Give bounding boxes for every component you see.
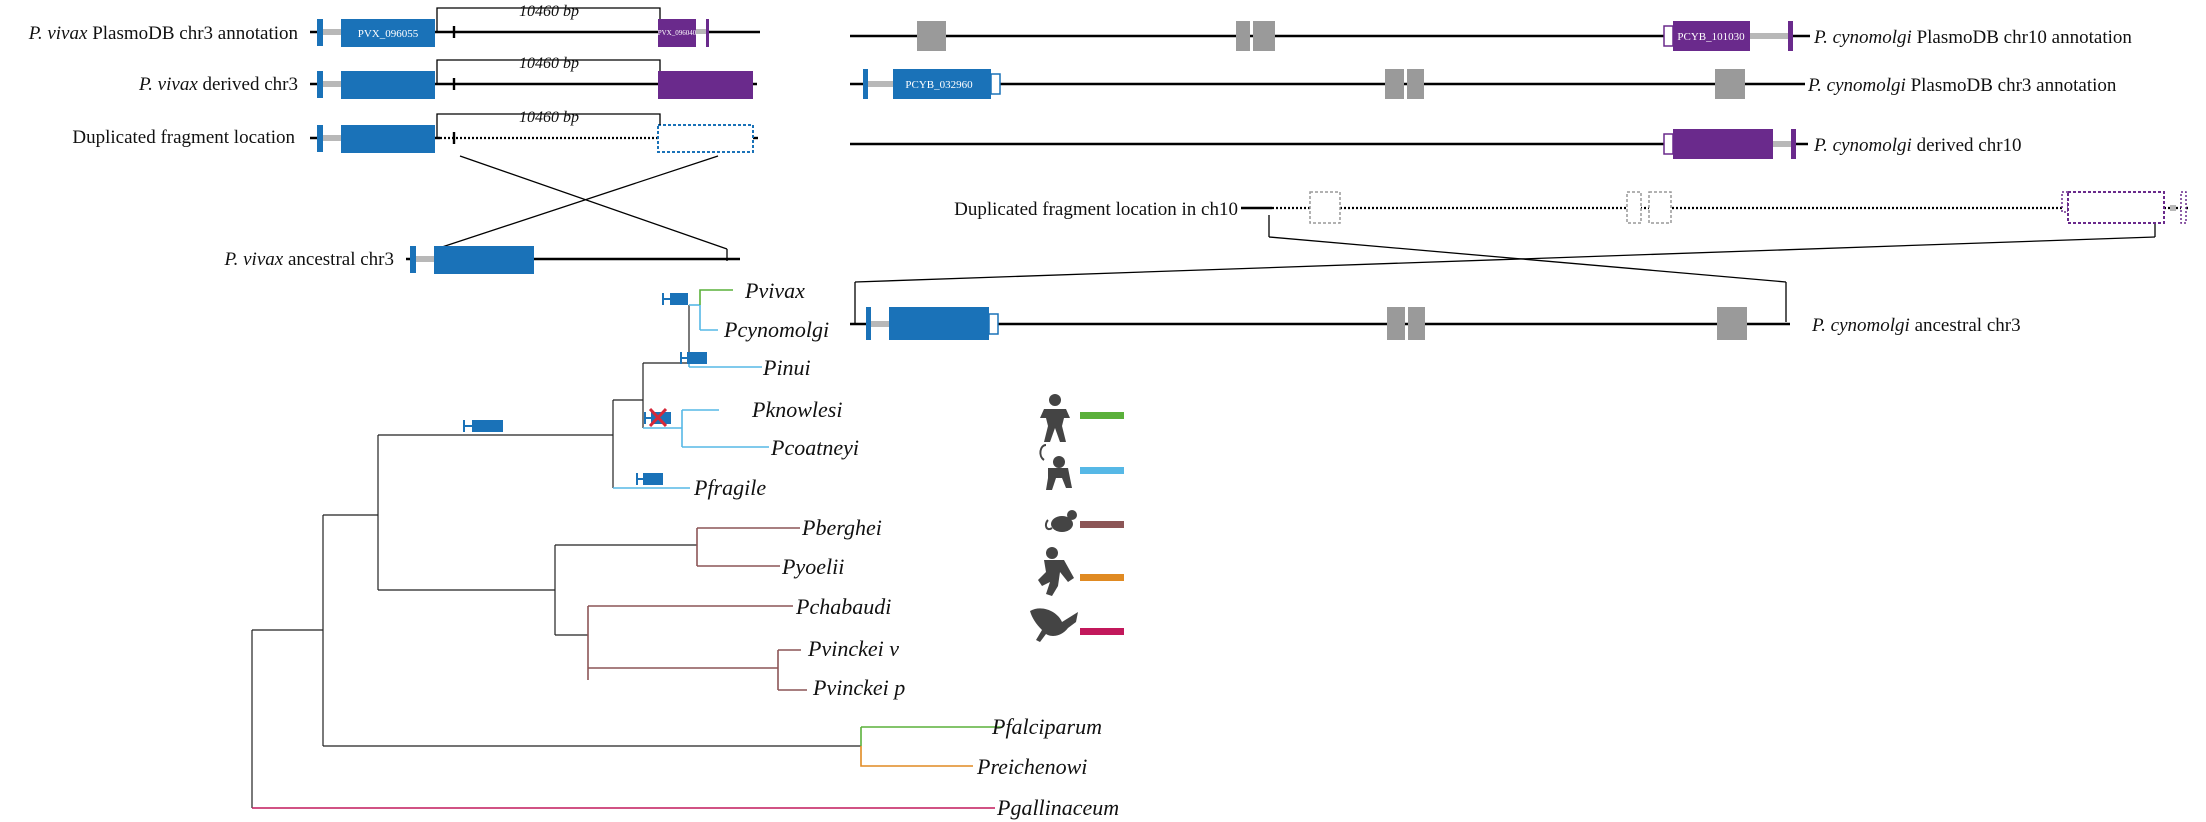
cynomolgi-chr10-row: PCYB_101030 P. cynomolgi PlasmoDB chr10 … — [850, 21, 2132, 51]
row-label: Duplicated fragment location — [72, 127, 295, 148]
rearrangement-lines-left — [435, 155, 728, 261]
vivax-derived-row: P. vivax derived chr3 10460 bp — [138, 55, 757, 99]
phylogenetic-tree: Pvivax Pcynomolgi Pinui Pknowlesi Pcoatn… — [251, 278, 1119, 820]
gene-label: PCYB_101030 — [1677, 31, 1745, 43]
taxon-labels: Pvivax Pcynomolgi Pinui Pknowlesi Pcoatn… — [693, 278, 1119, 820]
monkey-icon — [1039, 444, 1072, 490]
taxon-pknowlesi: Pknowlesi — [751, 397, 842, 422]
taxon-pvinckei-p: Pvinckei p — [812, 675, 905, 700]
gene-label: PCYB_032960 — [905, 79, 973, 91]
cynomolgi-derived-row: P. cynomolgi derived chr10 — [850, 129, 2022, 159]
duplicated-fragment-row: Duplicated fragment location 10460 bp — [72, 109, 758, 153]
left-panel: P. vivax PlasmoDB chr3 annotation PVX_09… — [28, 3, 760, 274]
row-label: P. vivax derived chr3 — [138, 74, 298, 95]
ape-icon — [1038, 547, 1074, 596]
taxon-pgallinaceum: Pgallinaceum — [996, 795, 1119, 820]
distance-label: 10460 bp — [519, 55, 579, 72]
row-label: P. vivax PlasmoDB chr3 annotation — [28, 23, 299, 44]
gene-gain-markers — [463, 293, 707, 485]
cynomolgi-chr3-row: PCYB_032960 P. cynomolgi PlasmoDB chr3 a… — [850, 69, 2117, 99]
taxon-pvinckei-v: Pvinckei v — [807, 636, 899, 661]
row-label: Duplicated fragment location in ch10 — [954, 199, 1238, 220]
taxon-pfalciparum: Pfalciparum — [991, 714, 1102, 739]
taxon-pcoatneyi: Pcoatneyi — [770, 435, 859, 460]
rodent-icon — [1044, 510, 1077, 532]
row-label: P. cynomolgi derived chr10 — [1813, 135, 2022, 156]
rearrangement-lines-right — [854, 215, 2156, 323]
gene-pcyb-032960 — [893, 69, 991, 99]
bird-icon — [1030, 608, 1078, 642]
cynomolgi-ancestral-row: P. cynomolgi ancestral chr3 — [850, 307, 2021, 340]
taxon-pinui: Pinui — [762, 355, 811, 380]
taxon-pcynomolgi: Pcynomolgi — [723, 317, 829, 342]
taxon-preichenowi: Preichenowi — [976, 754, 1087, 779]
gene-label: PVX_096040 — [658, 29, 697, 37]
gene-pvx-096055 — [341, 19, 435, 47]
host-legend — [1030, 394, 1124, 642]
distance-label: 10460 bp — [519, 3, 579, 20]
taxon-pyoelii: Pyoelii — [781, 554, 844, 579]
taxon-pberghei: Pberghei — [801, 515, 882, 540]
row-label: P. cynomolgi PlasmoDB chr10 annotation — [1813, 27, 2132, 48]
gene-label: PVX_096055 — [358, 28, 419, 40]
row-label: P. cynomolgi ancestral chr3 — [1811, 315, 2021, 336]
row-label: P. vivax ancestral chr3 — [223, 249, 394, 270]
gene-loss-mark — [648, 407, 668, 428]
cynomolgi-duplicated-row: Duplicated fragment location in ch10 — [954, 191, 2188, 224]
human-icon — [1040, 394, 1070, 442]
right-panel: PCYB_101030 P. cynomolgi PlasmoDB chr10 … — [850, 21, 2188, 340]
taxon-pchabaudi: Pchabaudi — [795, 594, 891, 619]
distance-label: 10460 bp — [519, 109, 579, 126]
gene-pvx-096040 — [658, 19, 696, 47]
gene-pcyb-101030 — [1673, 21, 1750, 51]
row-label: P. cynomolgi PlasmoDB chr3 annotation — [1807, 75, 2117, 96]
vivax-plasmodb-row: P. vivax PlasmoDB chr3 annotation PVX_09… — [28, 3, 760, 47]
taxon-pvivax: Pvivax — [744, 278, 805, 303]
taxon-pfragile: Pfragile — [693, 475, 766, 500]
vivax-ancestral-row: P. vivax ancestral chr3 — [223, 246, 740, 274]
